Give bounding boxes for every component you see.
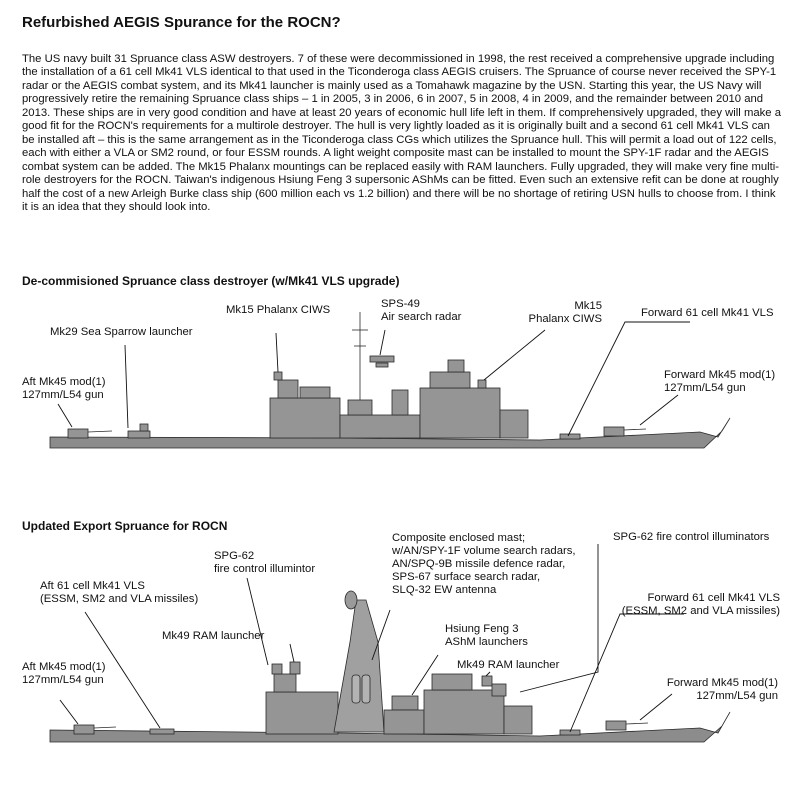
leader-s2-fwd-vls bbox=[569, 613, 684, 733]
s2-label-fwd-vls: Forward 61 cell Mk41 VLS (ESSM, SM2 and … bbox=[600, 592, 780, 618]
s2-label-fwd-gun-line1: Forward Mk45 mod(1) bbox=[666, 677, 778, 689]
s1-label-aft-gun: Aft Mk45 mod(1) 127mm/L54 gun bbox=[22, 376, 106, 402]
leader-s1-sea-sparrow bbox=[124, 344, 129, 429]
s2-label-mast-line3: AN/SPQ-9B missile defence radar, bbox=[392, 558, 566, 570]
ship1-aft-gun-mount bbox=[67, 428, 89, 439]
s2-label-spg62-aft: SPG-62 fire control illumintor bbox=[214, 550, 315, 576]
s2-label-fwd-gun: Forward Mk45 mod(1) 127mm/L54 gun bbox=[650, 677, 778, 703]
s2-label-spg62-aft-line1: SPG-62 bbox=[214, 550, 255, 562]
ship1-sps49-radar bbox=[369, 355, 395, 363]
ship1-sea-sparrow bbox=[127, 430, 151, 439]
s1-label-phalanx-aft: Mk15 Phalanx CIWS bbox=[226, 304, 331, 316]
ship2-fwd-superstructure bbox=[423, 689, 505, 735]
s2-label-aft-gun: Aft Mk45 mod(1) 127mm/L54 gun bbox=[22, 661, 106, 687]
ship2-aft-gun-mount bbox=[73, 724, 95, 735]
s1-label-sps49: SPS-49 Air search radar bbox=[381, 298, 461, 324]
s2-label-hf3: Hsiung Feng 3 AShM launchers bbox=[445, 623, 528, 649]
s2-label-ram-fwd: Mk49 RAM launcher bbox=[457, 659, 560, 671]
s2-label-aft-gun-line2: 127mm/L54 gun bbox=[22, 674, 104, 686]
leader-s1-phalanx-fwd bbox=[483, 329, 546, 381]
leader-s2-aft-vls bbox=[84, 611, 161, 729]
leader-s1-phalanx-aft bbox=[275, 332, 279, 373]
leader-s1-aft-gun bbox=[57, 403, 73, 428]
section1-title: De-commisioned Spruance class destroyer … bbox=[22, 274, 400, 288]
leader-s1-sps49 bbox=[379, 329, 386, 356]
ship1-mid-house bbox=[339, 414, 421, 439]
leader-s2-spg62-aft bbox=[246, 577, 269, 666]
ship2-mid-house bbox=[383, 709, 425, 735]
s1-label-fwd-vls: Forward 61 cell Mk41 VLS bbox=[641, 307, 774, 319]
s1-label-phalanx-fwd-line2: Phalanx CIWS bbox=[528, 313, 602, 325]
ship1-stack-fwd bbox=[391, 389, 409, 416]
s1-label-sps49-line2: Air search radar bbox=[381, 311, 462, 323]
section2-title: Updated Export Spruance for ROCN bbox=[22, 519, 228, 533]
s1-label-fwd-gun-line1: Forward Mk45 mod(1) bbox=[664, 369, 776, 381]
s2-label-aft-vls-line2: (ESSM, SM2 and VLA missiles) bbox=[40, 593, 199, 605]
page-title: Refurbished AEGIS Spurance for the ROCN? bbox=[22, 14, 341, 31]
leader-s2-spg62-fwd bbox=[519, 544, 599, 693]
s1-label-fwd-gun-line2: 127mm/L54 gun bbox=[664, 382, 746, 394]
ship1-silhouette bbox=[49, 312, 731, 449]
ship1-hull bbox=[49, 417, 731, 449]
s2-label-fwd-vls-line1: Forward 61 cell Mk41 VLS bbox=[647, 592, 780, 604]
s2-label-aft-vls: Aft 61 cell Mk41 VLS (ESSM, SM2 and VLA … bbox=[40, 580, 198, 606]
leader-s2-fwd-gun bbox=[639, 693, 673, 721]
ship1-phalanx-fwd bbox=[477, 379, 487, 389]
s2-label-aft-vls-line1: Aft 61 cell Mk41 VLS bbox=[40, 580, 145, 592]
s2-label-fwd-gun-line2: 127mm/L54 gun bbox=[696, 690, 778, 702]
s1-label-phalanx-fwd-line1: Mk15 bbox=[574, 300, 602, 312]
s1-label-sps49-line1: SPS-49 bbox=[381, 298, 420, 310]
s1-label-aft-gun-line2: 127mm/L54 gun bbox=[22, 389, 104, 401]
intro-paragraph: The US navy built 31 Spruance class ASW … bbox=[22, 53, 781, 213]
s2-label-spg62-aft-line2: fire control illumintor bbox=[214, 563, 316, 575]
ship2-aft-vls bbox=[149, 728, 175, 735]
leader-s2-ram-aft bbox=[289, 643, 295, 663]
ship1-fwd-vls bbox=[559, 433, 581, 440]
s2-label-mast-line4: SPS-67 surface search radar, bbox=[392, 571, 541, 583]
ship1-mast-base bbox=[347, 399, 373, 416]
ship2-hf3-launchers bbox=[391, 695, 419, 711]
ship1-phalanx-aft bbox=[273, 371, 283, 381]
s2-label-spg62-fwd: SPG-62 fire control illuminators bbox=[613, 531, 770, 543]
s1-label-fwd-gun: Forward Mk45 mod(1) 127mm/L54 gun bbox=[664, 369, 775, 395]
s2-label-fwd-vls-line2: (ESSM, SM2 and VLA missiles) bbox=[621, 605, 780, 617]
ship2-fwd-vls bbox=[559, 729, 581, 736]
s2-label-mast-line1: Composite enclosed mast; bbox=[392, 532, 526, 544]
ship1-aft-superstructure bbox=[269, 397, 341, 439]
ship2-composite-mast bbox=[333, 599, 385, 733]
s1-label-aft-gun-line1: Aft Mk45 mod(1) bbox=[22, 376, 106, 388]
ship1-fwd-gun-mount bbox=[603, 426, 625, 437]
ship2-hull bbox=[49, 711, 731, 743]
ship2-spg62-aft bbox=[289, 661, 301, 675]
ship2-silhouette bbox=[49, 590, 731, 743]
s1-label-sea-sparrow: Mk29 Sea Sparrow launcher bbox=[50, 326, 193, 338]
ship2-mast-top bbox=[344, 590, 358, 610]
s2-label-mast-line5: SLQ-32 EW antenna bbox=[392, 584, 497, 596]
s2-label-mast-line2: w/AN/SPY-1F volume search radars, bbox=[392, 545, 576, 557]
leader-s2-ram-fwd bbox=[485, 671, 491, 677]
leader-s1-fwd-gun bbox=[639, 394, 679, 426]
s2-label-hf3-line1: Hsiung Feng 3 bbox=[445, 623, 519, 635]
ship2-ram-fwd bbox=[481, 675, 493, 687]
s2-label-mast: Composite enclosed mast; w/AN/SPY-1F vol… bbox=[392, 532, 576, 597]
s2-label-ram-aft: Mk49 RAM launcher bbox=[162, 630, 265, 642]
ship2-ram-aft bbox=[271, 663, 283, 675]
s2-label-hf3-line2: AShM launchers bbox=[445, 636, 528, 648]
ship2-fwd-gun-mount bbox=[605, 720, 627, 731]
s2-label-aft-gun-line1: Aft Mk45 mod(1) bbox=[22, 661, 106, 673]
s1-label-phalanx-fwd: Mk15 Phalanx CIWS bbox=[522, 300, 602, 326]
leader-s1-fwd-vls bbox=[567, 321, 690, 437]
ship2-aft-superstructure bbox=[265, 691, 339, 735]
leader-s2-hf3 bbox=[411, 654, 439, 696]
leader-s2-mast bbox=[371, 609, 391, 661]
leader-s2-aft-gun bbox=[59, 699, 79, 725]
ship1-fwd-superstructure bbox=[419, 387, 501, 439]
ship2-spg62-fwd bbox=[491, 683, 507, 697]
